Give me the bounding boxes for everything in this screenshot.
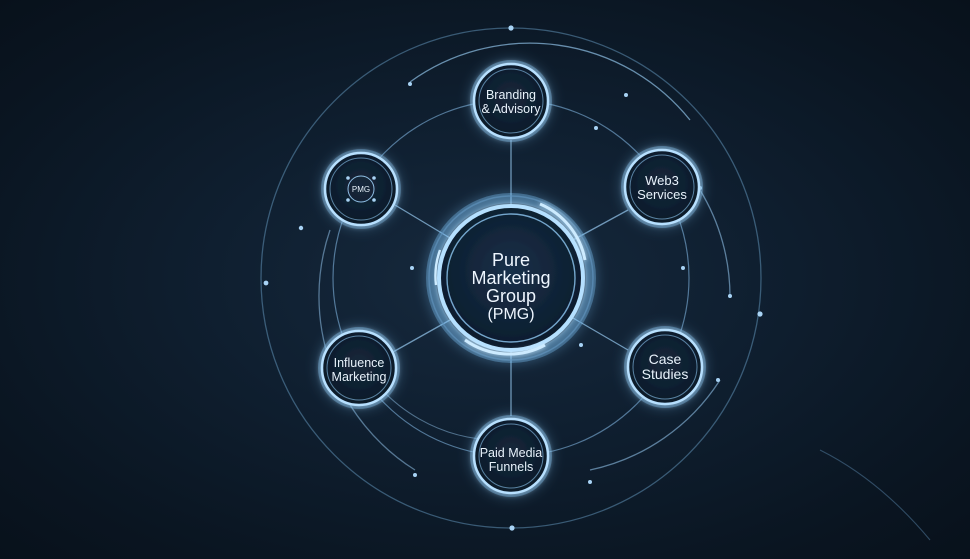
node-branding-advisory[interactable]: Branding & Advisory xyxy=(470,60,552,142)
orbit-dot xyxy=(624,93,628,97)
node-paid-label-1: Paid Media xyxy=(480,446,543,460)
center-title-line-1: Pure xyxy=(492,250,530,270)
orbit-dot xyxy=(410,266,414,270)
node-logo-label: PMG xyxy=(352,185,370,194)
center-hub-inner-ring xyxy=(446,213,576,343)
node-pmg-logo[interactable]: PMG xyxy=(321,149,401,229)
orbit-arc-tail xyxy=(819,449,931,541)
node-influence-label-1: Influence xyxy=(334,356,385,370)
orbit-dot xyxy=(728,294,732,298)
orbit-arc-top xyxy=(409,42,691,121)
node-case-studies[interactable]: Case Studies xyxy=(624,326,706,408)
orbit-dot xyxy=(408,82,412,86)
node-influence-ring xyxy=(320,329,398,407)
center-title-line-2: Marketing xyxy=(471,268,550,288)
center-title-line-3: Group xyxy=(486,286,536,306)
node-case-ring xyxy=(626,328,704,406)
orbit-dot xyxy=(681,266,685,270)
node-web3-label-2: Services xyxy=(637,187,687,202)
orbit-dot xyxy=(508,25,514,31)
pmg-logo-circle xyxy=(347,175,375,203)
node-web3-label-1: Web3 xyxy=(645,173,679,188)
center-hub-arc xyxy=(434,249,442,286)
node-influence-marketing[interactable]: Influence Marketing xyxy=(318,327,400,409)
pmg-logo-dot xyxy=(372,176,376,180)
pmg-logo-dot xyxy=(346,198,350,202)
node-logo-ring xyxy=(323,151,399,227)
node-influence-label-2: Marketing xyxy=(332,370,387,384)
orbit-dot xyxy=(594,126,598,130)
pmg-logo-icon: PMG xyxy=(346,175,376,203)
node-case-inner-ring xyxy=(632,334,698,400)
node-paid-ring xyxy=(472,417,550,495)
center-hub-arc xyxy=(464,338,546,356)
node-influence-inner-ring xyxy=(326,335,392,401)
node-paid-media-funnels[interactable]: Paid Media Funnels xyxy=(470,415,552,497)
node-web3-ring xyxy=(623,148,701,226)
center-hub-outer-ring xyxy=(428,195,594,361)
center-title-line-4: (PMG) xyxy=(487,306,534,323)
node-branding-label-2: & Advisory xyxy=(481,102,541,116)
orbit-dots xyxy=(263,25,763,531)
orbit-dot xyxy=(413,473,417,477)
node-web3-inner-ring xyxy=(629,154,695,220)
pmg-logo-dot xyxy=(346,176,350,180)
center-hub[interactable]: Pure Marketing Group (PMG) xyxy=(426,193,596,363)
node-case-label-2: Studies xyxy=(642,366,689,382)
orbit-dot xyxy=(579,343,583,347)
node-paid-label-2: Funnels xyxy=(489,460,533,474)
pmg-logo-dot xyxy=(372,198,376,202)
node-branding-inner-ring xyxy=(478,68,544,134)
center-hub-glow xyxy=(426,193,596,363)
orbit-arc-right xyxy=(699,189,731,299)
orbit-dot xyxy=(588,480,592,484)
orbit-dot xyxy=(263,280,269,286)
node-web3-services[interactable]: Web3 Services xyxy=(621,146,703,228)
orbit-arc-bottom xyxy=(589,379,721,471)
node-branding-label-1: Branding xyxy=(486,88,536,102)
orbit-dot xyxy=(757,311,763,317)
node-paid-inner-ring xyxy=(478,423,544,489)
node-branding-ring xyxy=(472,62,550,140)
orbit-dot xyxy=(716,378,720,382)
center-hub-arc xyxy=(539,202,587,261)
center-hub-ring xyxy=(437,204,585,352)
orbit-dot xyxy=(298,225,304,231)
node-case-label-1: Case xyxy=(649,351,682,367)
orbit-dot xyxy=(509,525,515,531)
node-logo-inner-ring xyxy=(329,157,393,221)
